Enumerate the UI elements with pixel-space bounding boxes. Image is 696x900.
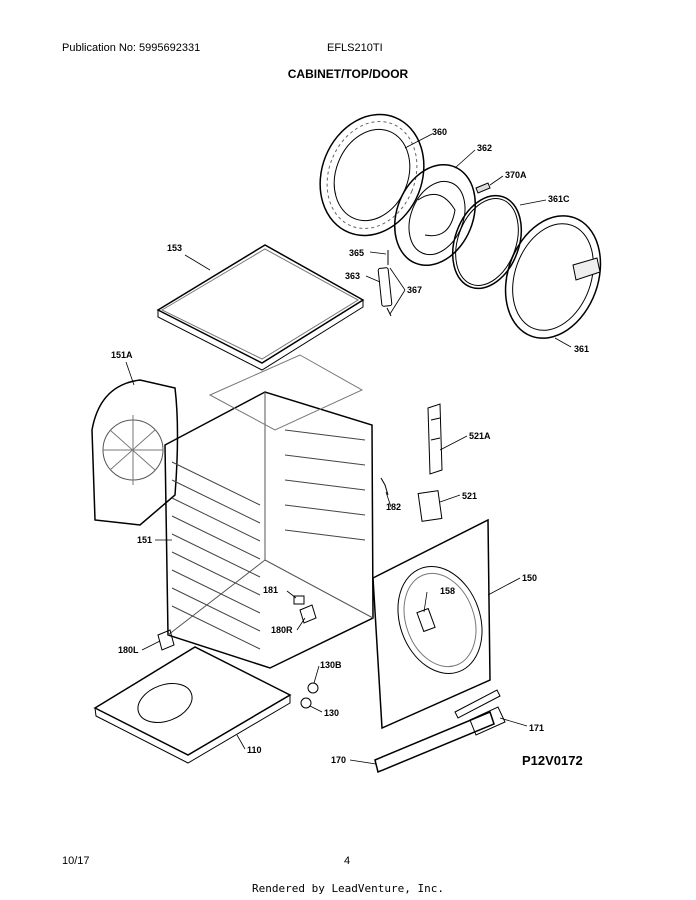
model-number: EFLS210TI	[327, 42, 383, 54]
callout-361c: 361C	[548, 194, 570, 204]
part-361c-gasket-ring	[451, 194, 523, 290]
part-153-top-panel	[156, 244, 365, 371]
callout-361: 361	[574, 344, 589, 354]
part-361c-gasket-ring-inner	[455, 198, 519, 286]
callout-150: 150	[522, 573, 537, 583]
callout-363: 363	[345, 271, 360, 281]
callout-182: 182	[386, 502, 401, 512]
callout-130b: 130B	[320, 660, 342, 670]
part-151-cabinet	[164, 354, 374, 669]
part-521-switch	[417, 490, 443, 522]
diagram-code: P12V0172	[522, 753, 583, 768]
footer-rendered-by: Rendered by LeadVenture, Inc.	[251, 882, 445, 895]
part-363-hinge	[377, 250, 393, 317]
part-180l	[157, 629, 175, 651]
part-130	[300, 697, 312, 709]
part-181	[293, 595, 305, 605]
callout-170: 170	[331, 755, 346, 765]
section-title: CABINET/TOP/DOOR	[287, 67, 409, 81]
part-182-wire	[380, 477, 389, 496]
callout-367: 367	[407, 285, 422, 295]
callout-360: 360	[432, 127, 447, 137]
callout-365: 365	[349, 248, 364, 258]
part-361-door-panel	[504, 215, 602, 339]
callout-370a: 370A	[505, 170, 527, 180]
callout-171: 171	[529, 723, 544, 733]
callout-180r: 180R	[271, 625, 293, 635]
part-110-base	[93, 646, 292, 764]
callout-158: 158	[440, 586, 455, 596]
callout-181: 181	[263, 585, 278, 595]
callout-151: 151	[137, 535, 152, 545]
part-158-latch	[416, 607, 436, 633]
part-360-outer-door-ring	[319, 113, 425, 237]
cabinet-ribs-left	[171, 461, 261, 650]
callout-521a: 521A	[469, 431, 491, 441]
part-171	[469, 706, 506, 736]
footer-page-number: 4	[344, 855, 351, 867]
callout-521: 521	[462, 491, 477, 501]
publication-number: Publication No: 5995692331	[62, 42, 201, 54]
callout-110: 110	[247, 745, 262, 755]
leader-lines	[125, 133, 572, 765]
callout-362: 362	[477, 143, 492, 153]
part-150-front-panel	[372, 518, 491, 730]
callout-151a: 151A	[111, 350, 133, 360]
cabinet-ribs-right	[284, 429, 366, 541]
part-170-kickplate	[374, 710, 495, 774]
part-151a-rear-panel	[91, 379, 179, 526]
part-362-inner-door	[393, 163, 477, 267]
part-130b	[307, 682, 319, 694]
callout-130: 130	[324, 708, 339, 718]
callout-153: 153	[167, 243, 182, 253]
footer-date: 10/17	[62, 855, 90, 867]
part-171-strip	[454, 689, 501, 719]
callout-180l: 180L	[118, 645, 139, 655]
part-180r	[299, 604, 317, 624]
part-521a-bracket	[427, 403, 443, 475]
part-370a-screw	[475, 182, 491, 194]
